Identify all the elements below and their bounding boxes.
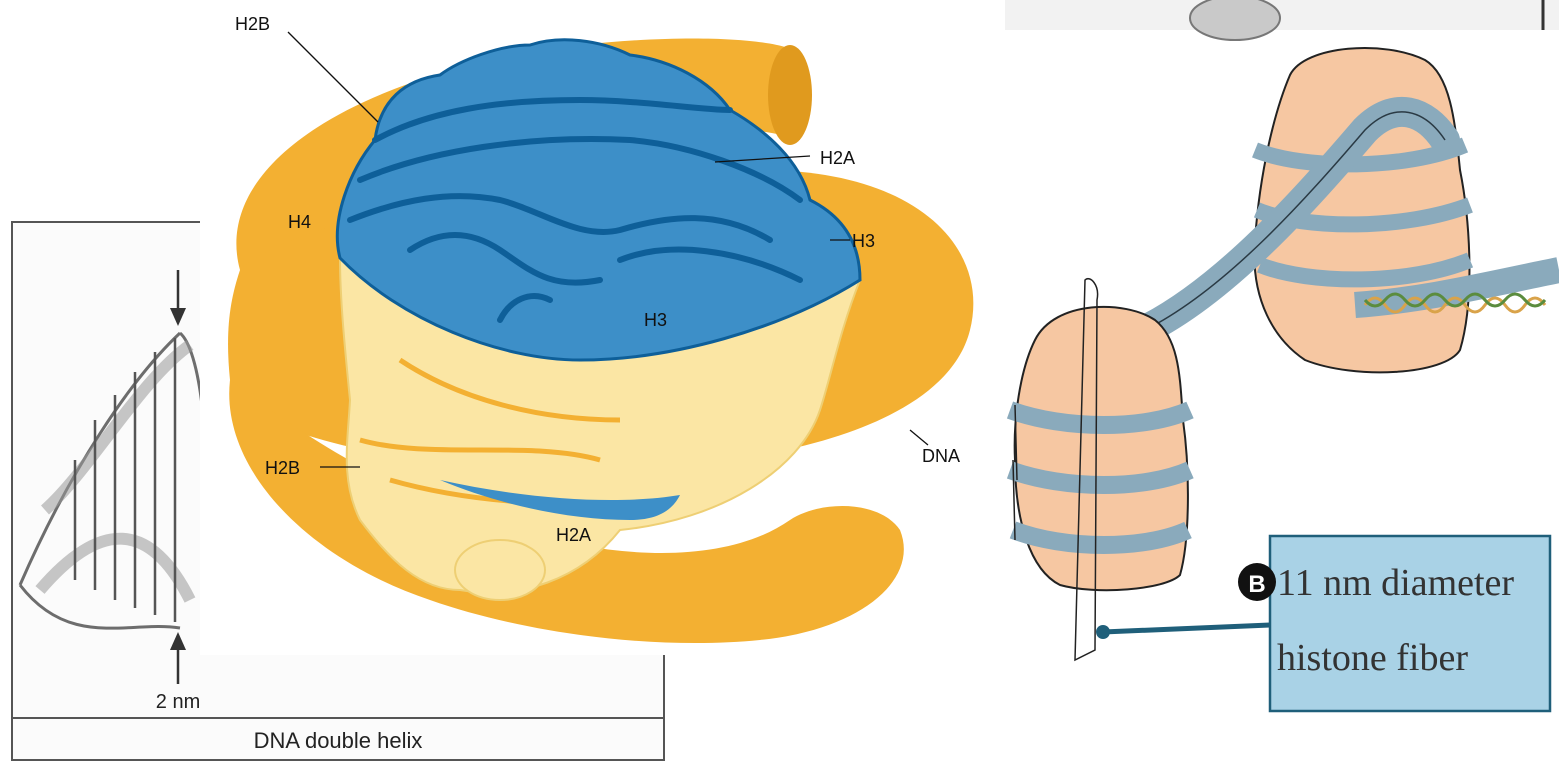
label-h3-right: H3 <box>852 231 875 251</box>
top-sketch-strip <box>1005 0 1559 30</box>
callout-pointer-dot <box>1096 625 1110 639</box>
callout-pointer <box>1103 625 1270 632</box>
callout-line-2: histone fiber <box>1277 637 1468 679</box>
label-dna: DNA <box>922 446 960 466</box>
top-sketch-bead <box>1190 0 1280 40</box>
label-h2b-top: H2B <box>235 14 270 34</box>
label-h2b-left: H2B <box>265 458 300 478</box>
label-h4: H4 <box>288 212 311 232</box>
callout-line-1: 11 nm diameter <box>1277 562 1514 604</box>
histone-fiber-figure: B 11 nm diameter histone fiber <box>1005 0 1559 763</box>
callout-badge-letter: B <box>1248 571 1265 598</box>
nucleosome-figure: H2B H2A H4 H3 H3 DNA H2B H2A <box>200 0 1000 655</box>
histone-fiber-panel: B 11 nm diameter histone fiber <box>1005 0 1559 763</box>
label-h2a-right: H2A <box>820 148 855 168</box>
label-h3-center: H3 <box>644 310 667 330</box>
nucleosome-panel: H2B H2A H4 H3 H3 DNA H2B H2A <box>200 0 1000 655</box>
histone-bottom-lobe <box>455 540 545 600</box>
helix-caption: DNA double helix <box>254 728 423 753</box>
nucleosome-bead-lower <box>1010 307 1190 590</box>
label-h2a-bottom: H2A <box>556 525 591 545</box>
scale-label: 2 nm <box>156 691 200 713</box>
